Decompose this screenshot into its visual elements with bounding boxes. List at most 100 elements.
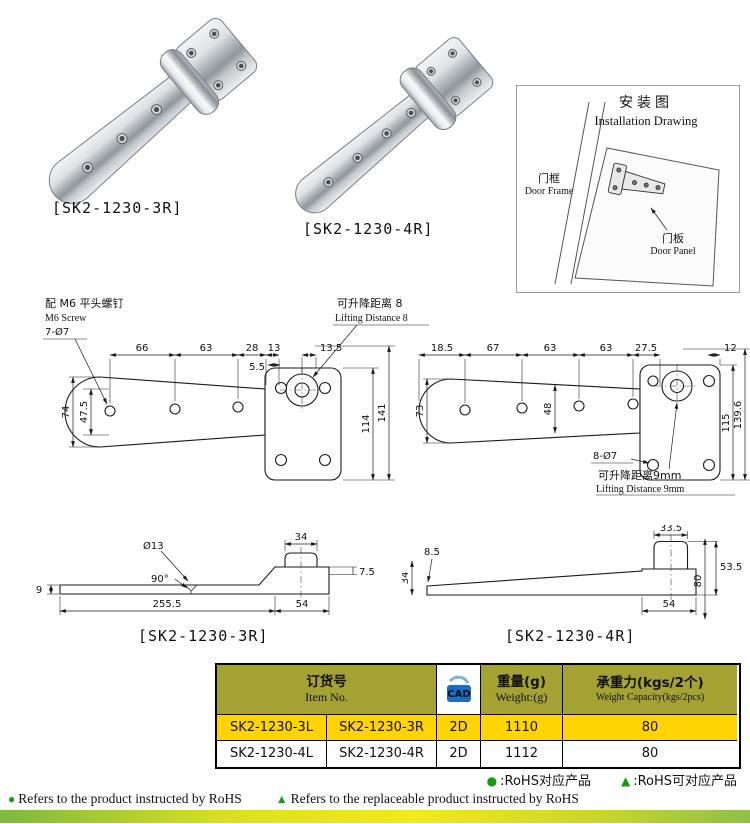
dim-63a: 63 [544, 343, 557, 354]
col-header-cad: CAD [437, 665, 481, 715]
hinge-knuckle [159, 49, 220, 115]
item-no-cell: SK2-1230-4L [217, 741, 327, 767]
col-header-weight: 重量(g) Weight:(g) [481, 665, 563, 715]
item-no-cell: SK2-1230-4R [327, 741, 437, 767]
holes-note: 8-Ø7 [593, 450, 617, 462]
dim-90deg: 90° [151, 574, 169, 585]
dim-255-5: 255.5 [153, 599, 182, 610]
lift-note-en: Lifting Distance 9mm [596, 484, 685, 495]
rohs-triangle-icon: ▲ [275, 792, 288, 806]
door-panel-label: 门板 Door Panel [650, 232, 696, 257]
hinge-photo-4r [295, 37, 494, 214]
side-view-drawing-3r: 34 9 7.5 255.5 54 Ø13 90° [36, 532, 375, 615]
dimension-lines [71, 324, 391, 481]
dim-67: 67 [487, 343, 500, 354]
dim-47-5: 47.5 [79, 401, 90, 423]
item-no-cell: SK2-1230-3R [327, 715, 437, 741]
rohs-tri-text-cn: :RoHS可对应产品 [633, 774, 737, 789]
rohs-dot-icon: ● [8, 792, 16, 806]
cad-logo-text: CAD [447, 689, 470, 700]
weight-cell: 1110 [481, 715, 563, 741]
dim-9: 9 [36, 585, 42, 596]
dim-73: 73 [415, 405, 426, 418]
installed-hinge [607, 162, 666, 196]
dim-54: 54 [296, 599, 309, 610]
top-view-drawing-3r: 66 63 28 13 13.5 5.5 74 47.5 114 141 配 M… [43, 296, 429, 481]
rohs-tri-text-en: Refers to the replaceable product instru… [290, 791, 579, 806]
item-no-cell: SK2-1230-3L [217, 715, 327, 741]
installation-drawing-box: 安装图 Installation Drawing 门框 Door Frame 门… [516, 85, 740, 293]
dim-12: 12 [724, 343, 737, 354]
door-panel-leader [650, 207, 668, 231]
weight-cell: 1112 [481, 741, 563, 767]
hinge-outline [64, 367, 342, 481]
hinge-side-outline [426, 540, 697, 596]
rohs-note-tri-en: ▲Refers to the replaceable product instr… [276, 791, 579, 807]
dim-141: 141 [377, 403, 388, 422]
installation-title: 安装图 Installation Drawing [571, 92, 721, 129]
installation-title-en: Installation Drawing [594, 114, 698, 128]
door-panel-shape [574, 147, 720, 287]
hinge-outline [418, 364, 721, 481]
dim-13-5: 13.5 [320, 343, 342, 354]
bottom-accent-bar [0, 810, 750, 823]
m6-note-en: M6 Screw [45, 313, 87, 324]
side-view-drawing-4r: 33.5 8.5 34 54 80 53.5 [402, 525, 742, 620]
capacity-cell: 80 [563, 715, 737, 741]
rohs-dot-text-en: Refers to the product instructed by RoHS [18, 791, 242, 806]
dim-48: 48 [543, 403, 554, 416]
door-frame-lines [554, 101, 606, 285]
spec-table: 订货号 Item No. CAD 重量(g) Weight:(g) 承重力(kg… [215, 663, 741, 769]
door-frame-label: 门框 Door Frame [524, 172, 574, 197]
rohs-notes-cn: ●:RoHS对应产品 ▲:RoHS可对应产品 [380, 770, 737, 789]
dim-dia13: Ø13 [143, 540, 164, 552]
col-header-item-cn: 订货号 [306, 674, 347, 691]
installation-title-cn: 安装图 [619, 95, 673, 111]
lift-note-cn: 可升降距离 8 [337, 296, 403, 310]
dim-53-5: 53.5 [720, 562, 742, 573]
lift-note-en: Lifting Distance 8 [335, 313, 408, 324]
top-view-drawing-4r: 18.5 67 63 63 27.5 12 73 48 115 139.6 8-… [415, 343, 750, 496]
rohs-notes-en: ●Refers to the product instructed by RoH… [8, 791, 748, 807]
dim-74: 74 [61, 406, 72, 419]
dim-13: 13 [268, 343, 281, 354]
dim-66: 66 [136, 343, 149, 354]
rohs-note-tri-cn: ▲:RoHS可对应产品 [621, 770, 737, 789]
dimension-lines [49, 542, 354, 613]
product-photo-3r [48, 17, 258, 204]
side-label-3r: [SK2-1230-3R] [138, 627, 269, 645]
dim-139-6: 139.6 [733, 401, 744, 430]
lift-note-cn: 可升降距离9mm [598, 468, 681, 482]
screw-holes [82, 28, 247, 173]
side-label-4r: [SK2-1230-4R] [505, 627, 636, 645]
dim-80: 80 [693, 575, 704, 588]
cad-link-cell[interactable]: 2D [437, 741, 481, 767]
dim-115: 115 [721, 413, 732, 432]
holes-note: 7-Ø7 [45, 326, 69, 338]
dim-27-5: 27.5 [635, 343, 657, 354]
cad-link-cell[interactable]: 2D [437, 715, 481, 741]
rohs-triangle-icon: ▲ [620, 774, 631, 788]
product-photo-4r [295, 37, 494, 214]
model-label-4r: [SK2-1230-4R] [303, 220, 434, 238]
hinge-knuckle [399, 67, 457, 131]
rohs-dot-text-cn: :RoHS对应产品 [500, 774, 591, 789]
dim-34: 34 [295, 532, 308, 543]
installation-drawing [554, 101, 720, 287]
dim-8-5: 8.5 [424, 547, 440, 558]
extension-lines [43, 324, 429, 481]
dimension-lines [418, 348, 747, 481]
col-header-item-en: Item No. [305, 690, 348, 705]
dim-114: 114 [361, 414, 372, 433]
rohs-note-dot-en: ●Refers to the product instructed by RoH… [8, 791, 242, 807]
m6-note-cn: 配 M6 平头螺钉 [45, 297, 123, 310]
dim-18-5: 18.5 [431, 343, 453, 354]
dim-28: 28 [246, 343, 259, 354]
dim-63: 63 [200, 343, 213, 354]
col-header-capacity: 承重力(kgs/2个) Weight Capacity(kgs/2pcs) [563, 665, 737, 715]
hinge-photo-3r [48, 17, 258, 204]
dim-63b: 63 [600, 343, 613, 354]
rohs-note-dot-cn: ●:RoHS对应产品 [487, 770, 591, 789]
model-label-3r: [SK2-1230-3R] [52, 199, 183, 217]
dim-33-5: 33.5 [660, 525, 682, 534]
